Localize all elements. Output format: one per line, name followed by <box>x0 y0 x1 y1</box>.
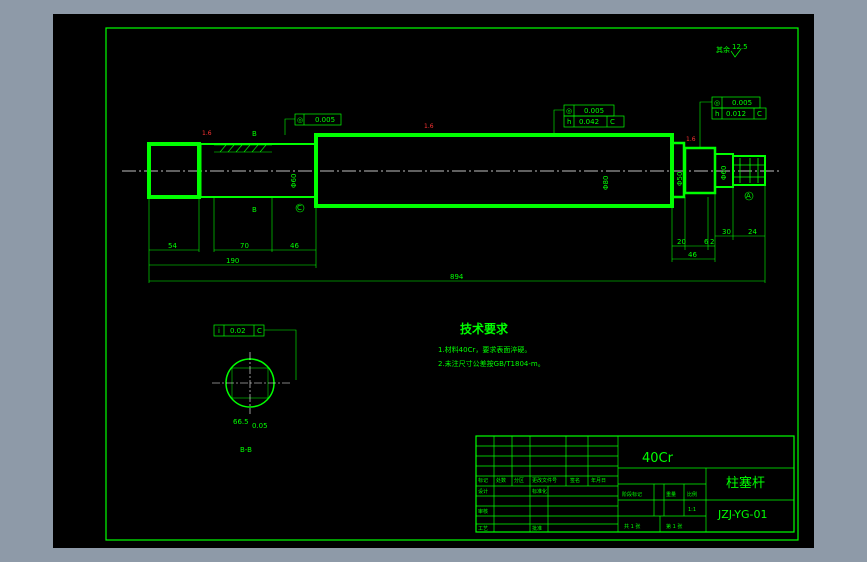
requirement-line-2: 2.未注尺寸公差按GB/T1804-m。 <box>438 359 545 368</box>
tb-process: 工艺 <box>478 526 488 532</box>
thread-detail <box>733 158 765 183</box>
dim-2: 2 <box>710 238 714 246</box>
fcf-mid-1-value: 0.005 <box>584 107 604 115</box>
dim-6: 6 <box>704 238 709 246</box>
fcf-right-2-ref: C <box>757 110 762 118</box>
fcf-left: ◎ 0.005 <box>284 113 342 135</box>
fcf-section-value: 0.02 <box>230 327 246 335</box>
tb-scale-value: 1:1 <box>688 507 696 513</box>
dim-30: 30 <box>722 228 731 236</box>
title-block <box>475 435 795 533</box>
tb-mark: 标记 <box>478 477 488 484</box>
diameter-phi50: Φ50 <box>676 172 684 186</box>
tb-designer: 设计 <box>478 488 488 495</box>
tb-scale: 比例 <box>687 491 697 498</box>
dim-46-right: 46 <box>688 251 697 259</box>
fcf-mid-2-value: 0.042 <box>579 118 599 126</box>
tb-sign: 签名 <box>570 477 580 484</box>
tb-change-doc: 更改文件号 <box>532 477 557 484</box>
roughness-symbol-icon <box>730 48 742 58</box>
fcf-mid: ◎ 0.005 h 0.042 C <box>553 104 625 135</box>
tb-weight: 重量 <box>666 491 676 498</box>
dim-894: 894 <box>450 273 464 281</box>
tolerance-top-mid: 1.6 <box>424 123 434 130</box>
fcf-section-symbol-icon: i <box>218 327 220 335</box>
plunger-rod-outline <box>147 133 766 208</box>
dim-70: 70 <box>240 242 249 250</box>
fcf-right: ◎ 0.005 h 0.012 C <box>699 96 767 148</box>
fcf-section-ref: C <box>257 327 262 335</box>
fcf-mid-1-symbol-icon: ◎ <box>566 107 572 115</box>
diameter-phi80: Φ80 <box>602 176 610 190</box>
diameter-phi60-right: Φ60 <box>720 166 728 180</box>
fcf-right-1-symbol-icon: ◎ <box>714 99 720 107</box>
dim-54: 54 <box>168 242 177 250</box>
tb-approve: 批准 <box>532 525 542 532</box>
dim-24: 24 <box>748 228 757 236</box>
datum-c-circle-icon <box>295 203 305 213</box>
tb-count: 处数 <box>496 477 506 484</box>
fcf-right-2-value: 0.012 <box>726 110 746 118</box>
section-marker-bottom: B <box>252 206 257 214</box>
tolerance-left: 1.6 <box>202 130 212 137</box>
fcf-left-symbol-icon: ◎ <box>297 116 303 124</box>
tolerance-right: 1.6 <box>686 136 696 143</box>
tb-zone: 分区 <box>514 477 524 484</box>
drawing-border <box>105 27 799 541</box>
tb-review: 审核 <box>478 508 488 515</box>
title-drawing-no: JZJ-YG-01 <box>717 508 768 521</box>
dimension-lines <box>149 235 765 282</box>
keyway-hatch <box>214 144 272 153</box>
tb-sheets-total: 共 1 张 <box>624 523 640 530</box>
fcf-right-2-symbol-icon: h <box>715 110 719 118</box>
title-material: 40Cr <box>642 451 674 466</box>
requirements-title: 技术要求 <box>460 321 509 336</box>
tb-stage-mark: 阶段标记 <box>622 491 642 498</box>
surface-finish-note: 其余 <box>716 45 730 54</box>
section-label: B-B <box>240 446 252 454</box>
fcf-mid-2-symbol-icon: h <box>567 118 571 126</box>
dim-190: 190 <box>226 257 239 265</box>
shaft-thread-end <box>732 155 766 186</box>
diameter-phi60-left: Φ60 <box>290 174 298 188</box>
extension-lines <box>148 185 766 283</box>
fcf-mid-2-ref: C <box>610 118 615 126</box>
section-marker-top: B <box>252 130 257 138</box>
title-part-name: 柱塞杆 <box>726 475 765 491</box>
section-dim-2: 0.05 <box>252 422 268 430</box>
datum-a-circle-icon <box>744 191 754 201</box>
fcf-left-value: 0.005 <box>315 116 335 124</box>
fcf-right-1-value: 0.005 <box>732 99 752 107</box>
requirement-line-1: 1.材料40Cr，要求表面淬硬。 <box>438 345 531 354</box>
section-view: i 0.02 C 66.5 0.05 B-B <box>212 324 297 454</box>
datum-c: C <box>297 204 302 212</box>
tb-sheet-no: 第 1 张 <box>666 523 682 530</box>
section-dim-1: 66.5 <box>233 418 249 426</box>
datum-a: A <box>746 192 751 200</box>
surface-finish-value: 12.5 <box>732 43 748 51</box>
tb-date: 年月日 <box>591 477 606 484</box>
tb-standardization: 标准化 <box>532 488 547 495</box>
dim-20: 20 <box>677 238 686 246</box>
dim-46-left: 46 <box>290 242 299 250</box>
